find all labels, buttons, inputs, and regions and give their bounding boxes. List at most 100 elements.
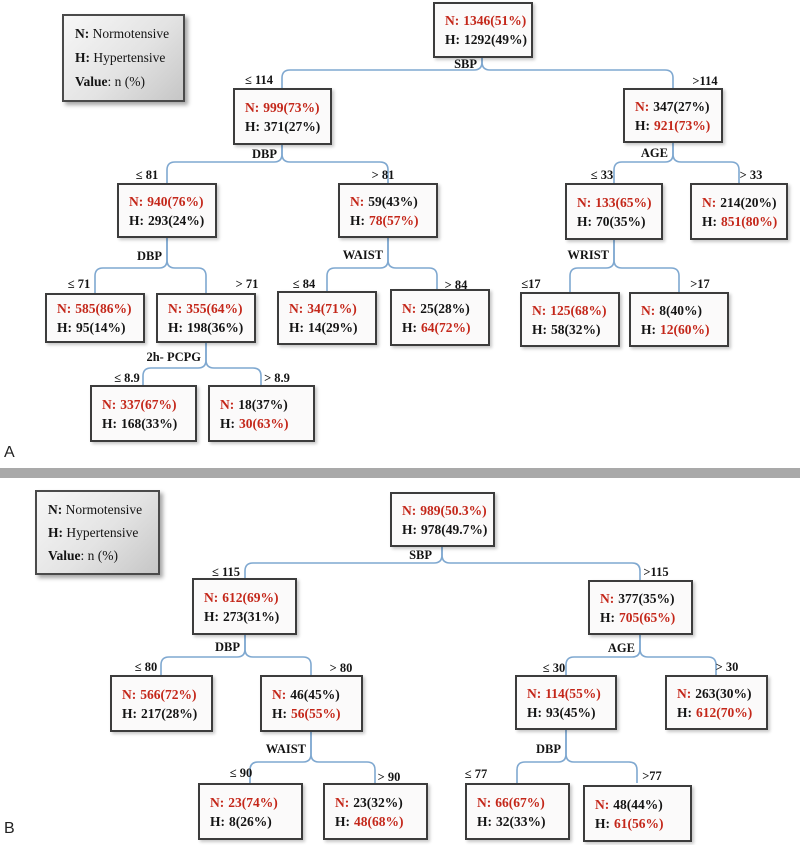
connector-a-wrist17-right xyxy=(613,240,680,292)
connector-a-pcpg-left xyxy=(142,343,207,385)
threshold-b-dbp80-left: ≤ 80 xyxy=(134,660,158,674)
n-prefix: N: xyxy=(532,302,547,318)
h-value: 64(72%) xyxy=(421,319,471,335)
node-n-line: N:214(20%) xyxy=(702,193,786,212)
h-prefix: H: xyxy=(677,704,692,720)
threshold-a-age33-left: ≤ 33 xyxy=(590,168,614,182)
n-prefix: N: xyxy=(445,13,460,28)
connector-a-sbp-right xyxy=(481,57,674,88)
threshold-b-age30-right: > 30 xyxy=(715,660,739,674)
h-value: 273(31%) xyxy=(223,608,280,624)
node-n-line: N:377(35%) xyxy=(600,589,691,608)
n-prefix: N: xyxy=(122,686,137,702)
n-value: 989(50.3%) xyxy=(420,502,487,518)
tree-a-node-dbp-gt81: N:59(43%) H:78(57%) xyxy=(338,183,438,238)
node-h-line: H:705(65%) xyxy=(600,608,691,627)
split-label-b-dbp80: DBP xyxy=(215,640,240,654)
connector-b-sbp-left xyxy=(244,547,443,578)
connector-a-wrist17-left xyxy=(569,240,615,292)
n-prefix: N: xyxy=(635,98,650,114)
threshold-a-pcpg-left: ≤ 8.9 xyxy=(114,371,140,385)
h-prefix: H: xyxy=(210,813,225,829)
n-value: 8(40%) xyxy=(659,302,702,318)
node-h-line: H:168(33%) xyxy=(102,414,195,433)
legend-n-text: Normotensive xyxy=(65,501,143,517)
tree-a-node-waist-le84: N:34(71%) H:14(29%) xyxy=(277,291,377,345)
n-value: 940(76%) xyxy=(147,193,204,209)
n-value: 59(43%) xyxy=(368,193,418,209)
node-n-line: N:355(64%) xyxy=(168,299,254,318)
h-prefix: H: xyxy=(335,813,350,829)
tree-a-node-sbp-gt114: N:347(27%) H:921(73%) xyxy=(623,88,723,143)
connector-a-sbp-left xyxy=(281,57,483,88)
split-label-a-wrist17: WRIST xyxy=(567,248,609,262)
legend-n-text: Normotensive xyxy=(92,26,170,41)
node-n-line: N:114(55%) xyxy=(527,684,615,703)
node-n-line: N:46(45%) xyxy=(272,685,361,704)
n-prefix: N: xyxy=(402,502,417,518)
legend-value-key: Value xyxy=(75,74,108,89)
n-prefix: N: xyxy=(129,193,144,209)
n-prefix: N: xyxy=(168,301,183,316)
split-label-a-sbp: SBP xyxy=(454,57,477,71)
node-h-line: H:293(24%) xyxy=(129,211,215,230)
n-prefix: N: xyxy=(210,794,225,810)
split-label-a-waist84: WAIST xyxy=(342,248,383,262)
node-h-line: H:12(60%) xyxy=(641,320,727,339)
h-prefix: H: xyxy=(532,321,547,337)
tree-a-node-dbp-gt71: N:355(64%) H:198(36%) xyxy=(156,293,256,343)
h-prefix: H: xyxy=(220,415,235,431)
node-h-line: H:371(27%) xyxy=(245,117,330,136)
n-value: 25(28%) xyxy=(420,300,470,316)
node-h-line: H:78(57%) xyxy=(350,211,436,230)
node-n-line: N:347(27%) xyxy=(635,97,721,116)
tree-a-node-waist-gt84: N:25(28%) H:64(72%) xyxy=(390,289,490,346)
h-prefix: H: xyxy=(635,117,650,133)
n-prefix: N: xyxy=(641,302,656,318)
node-h-line: H:1292(49%) xyxy=(445,30,531,49)
threshold-b-waist90-left: ≤ 90 xyxy=(229,766,253,780)
h-value: 198(36%) xyxy=(187,320,244,335)
n-value: 34(71%) xyxy=(307,301,357,316)
n-value: 66(67%) xyxy=(495,794,545,810)
threshold-a-sbp-left: ≤ 114 xyxy=(244,73,274,87)
legend-value-text: : n (%) xyxy=(80,547,119,563)
threshold-b-dbp80-right: > 80 xyxy=(329,661,353,675)
node-h-line: H:921(73%) xyxy=(635,116,721,135)
legend-a: N: Normotensive H: Hypertensive Value: n… xyxy=(62,14,185,102)
node-n-line: N:940(76%) xyxy=(129,192,215,211)
threshold-a-dbp81-right: > 81 xyxy=(371,168,395,182)
threshold-b-sbp-right: >115 xyxy=(643,565,669,579)
split-label-b-waist90: WAIST xyxy=(265,742,306,756)
h-prefix: H: xyxy=(272,705,287,721)
n-value: 46(45%) xyxy=(290,686,340,702)
legend-n-key: N: xyxy=(48,501,63,517)
h-value: 32(33%) xyxy=(496,813,546,829)
n-value: 337(67%) xyxy=(120,396,177,412)
tree-a-node-pcpg-le8-9: N:337(67%) H:168(33%) xyxy=(90,385,197,442)
h-value: 48(68%) xyxy=(354,813,404,829)
h-value: 705(65%) xyxy=(619,609,676,625)
node-n-line: N:125(68%) xyxy=(532,301,618,320)
h-value: 70(35%) xyxy=(596,213,646,229)
tree-b-node-dbp-le77: N:66(67%) H:32(33%) xyxy=(465,783,570,840)
n-prefix: N: xyxy=(577,194,592,210)
node-n-line: N:612(69%) xyxy=(204,588,295,607)
node-h-line: H:93(45%) xyxy=(527,703,615,722)
n-value: 585(86%) xyxy=(75,301,132,316)
connector-a-age33-right xyxy=(672,143,740,183)
n-prefix: N: xyxy=(289,301,304,316)
tree-b-node-dbp-gt80: N:46(45%) H:56(55%) xyxy=(260,675,363,732)
connector-b-waist90-right xyxy=(310,732,376,783)
n-value: 377(35%) xyxy=(618,590,675,606)
tree-b-node-waist-gt90: N:23(32%) H:48(68%) xyxy=(323,783,428,840)
node-h-line: H:70(35%) xyxy=(577,212,661,231)
n-value: 18(37%) xyxy=(238,396,288,412)
h-value: 851(80%) xyxy=(721,213,778,229)
connector-b-dbp80-left xyxy=(160,635,246,675)
threshold-a-wrist17-left: ≤17 xyxy=(521,277,541,291)
n-prefix: N: xyxy=(402,300,417,316)
tree-a-node-sbp-le114: N:999(73%) H:371(27%) xyxy=(233,88,332,145)
legend-b: N: Normotensive H: Hypertensive Value: n… xyxy=(35,490,160,575)
h-value: 8(26%) xyxy=(229,813,272,829)
